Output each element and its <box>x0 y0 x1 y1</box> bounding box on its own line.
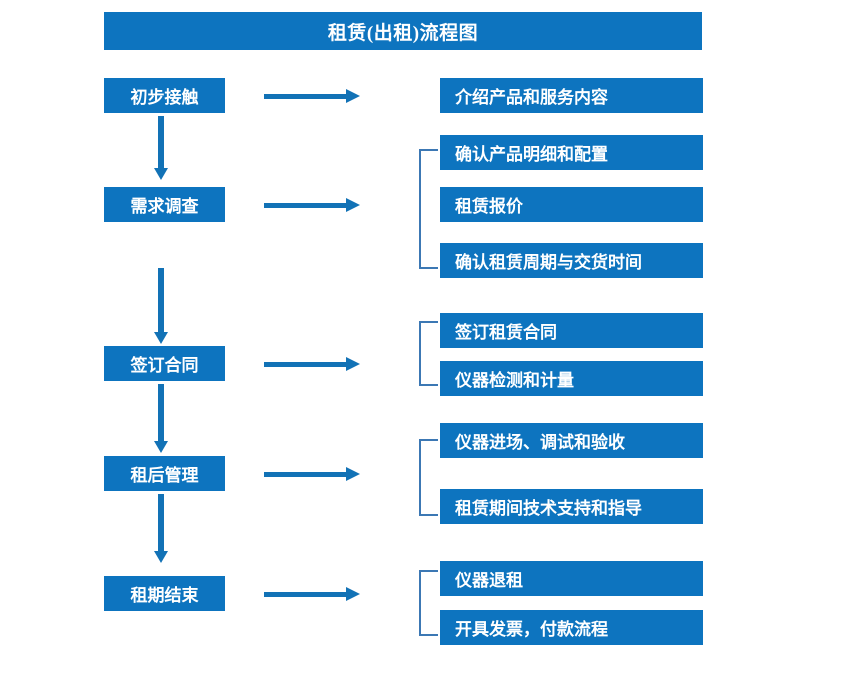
connector-2-3 <box>153 268 169 346</box>
stage-node-2[interactable]: 需求调查 <box>104 187 225 222</box>
arrow-shaft <box>158 494 164 551</box>
arrow-head-icon <box>154 441 168 453</box>
detail-node-4-2[interactable]: 租赁期间技术支持和指导 <box>440 489 703 524</box>
stage-node-4[interactable]: 租后管理 <box>104 456 225 491</box>
detail-node-4-1-label: 仪器进场、调试和验收 <box>455 433 625 452</box>
stage-node-1[interactable]: 初步接触 <box>104 78 225 113</box>
arrow-shaft <box>264 362 348 367</box>
detail-node-4-2-label: 租赁期间技术支持和指导 <box>455 499 642 518</box>
stage-arrow-2 <box>264 197 361 213</box>
page-title: 租赁(出租)流程图 <box>104 12 702 50</box>
arrow-head-icon <box>154 168 168 180</box>
arrow-shaft <box>158 116 164 168</box>
detail-node-4-1[interactable]: 仪器进场、调试和验收 <box>440 423 703 458</box>
arrow-shaft <box>264 472 348 477</box>
arrow-shaft <box>264 203 348 208</box>
detail-node-2-2-label: 租赁报价 <box>455 197 523 216</box>
detail-node-5-1[interactable]: 仪器退租 <box>440 561 703 596</box>
arrow-head-icon <box>154 332 168 344</box>
detail-node-3-2[interactable]: 仪器检测和计量 <box>440 361 703 396</box>
arrow-shaft <box>158 384 164 441</box>
stage-node-3[interactable]: 签订合同 <box>104 346 225 381</box>
stage-node-2-label: 需求调查 <box>130 197 199 216</box>
detail-node-2-3-label: 确认租赁周期与交货时间 <box>455 253 642 272</box>
detail-node-2-3[interactable]: 确认租赁周期与交货时间 <box>440 243 703 278</box>
arrow-shaft <box>158 268 164 332</box>
stage-node-5[interactable]: 租期结束 <box>104 576 225 611</box>
detail-node-5-2[interactable]: 开具发票，付款流程 <box>440 610 703 645</box>
detail-node-2-1-label: 确认产品明细和配置 <box>455 145 608 164</box>
stage-node-5-label: 租期结束 <box>130 586 199 605</box>
detail-node-2-2[interactable]: 租赁报价 <box>440 187 703 222</box>
detail-node-1-1-label: 介绍产品和服务内容 <box>455 88 608 107</box>
arrow-head-icon <box>154 551 168 563</box>
stage-arrow-5 <box>264 586 361 602</box>
detail-node-3-1-label: 签订租赁合同 <box>455 323 557 342</box>
arrow-head-icon <box>346 587 360 601</box>
arrow-head-icon <box>346 89 360 103</box>
stage-node-3-label: 签订合同 <box>130 356 199 375</box>
group-bracket-4 <box>419 439 438 516</box>
stage-arrow-3 <box>264 356 361 372</box>
detail-node-3-2-label: 仪器检测和计量 <box>455 371 574 390</box>
arrow-head-icon <box>346 198 360 212</box>
detail-node-2-1[interactable]: 确认产品明细和配置 <box>440 135 703 170</box>
arrow-shaft <box>264 94 348 99</box>
arrow-head-icon <box>346 467 360 481</box>
stage-arrow-1 <box>264 88 361 104</box>
connector-1-2 <box>153 116 169 181</box>
arrow-head-icon <box>346 357 360 371</box>
detail-node-5-1-label: 仪器退租 <box>455 571 523 590</box>
connector-4-5 <box>153 494 169 564</box>
detail-node-5-2-label: 开具发票，付款流程 <box>455 620 608 639</box>
stage-node-4-label: 租后管理 <box>130 466 199 485</box>
group-bracket-3 <box>419 321 438 386</box>
stage-arrow-4 <box>264 466 361 482</box>
stage-node-1-label: 初步接触 <box>130 88 199 107</box>
group-bracket-5 <box>419 570 438 636</box>
detail-node-1-1[interactable]: 介绍产品和服务内容 <box>440 78 703 113</box>
connector-3-4 <box>153 384 169 454</box>
detail-node-3-1[interactable]: 签订租赁合同 <box>440 313 703 348</box>
group-bracket-2 <box>419 149 438 269</box>
arrow-shaft <box>264 592 348 597</box>
